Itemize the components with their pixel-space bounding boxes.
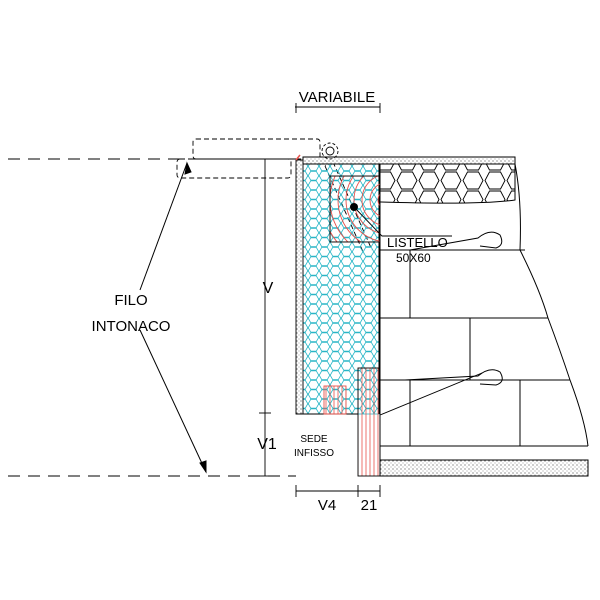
listello-leader: [350, 203, 452, 237]
filo-leaders: [139, 161, 207, 474]
label-21: 21: [361, 497, 378, 514]
listello-wood: [330, 176, 380, 242]
hinge-icon: [321, 142, 339, 160]
frame-seat-wood: [323, 367, 483, 477]
masonry-wall: [379, 163, 589, 460]
label-v4: V4: [318, 497, 336, 514]
label-v1: V1: [257, 436, 277, 453]
top-slab: [302, 156, 516, 165]
lintel-block: [379, 163, 516, 204]
label-variabile: VARIABILE: [299, 89, 375, 106]
label-filo: FILO: [114, 292, 147, 309]
dimension-bottom: [295, 485, 381, 497]
bottom-sill: [379, 459, 589, 477]
label-infisso: INFISSO: [294, 448, 334, 459]
label-listello-size: 50X60: [396, 251, 431, 265]
dimension-variabile: [295, 103, 381, 113]
label-intonaco: INTONACO: [92, 318, 171, 335]
finish-strip: [295, 154, 358, 415]
label-v: V: [263, 280, 274, 297]
label-listello: LISTELLO: [387, 235, 448, 250]
label-sede: SEDE: [300, 434, 328, 445]
dimension-v: [259, 158, 271, 477]
